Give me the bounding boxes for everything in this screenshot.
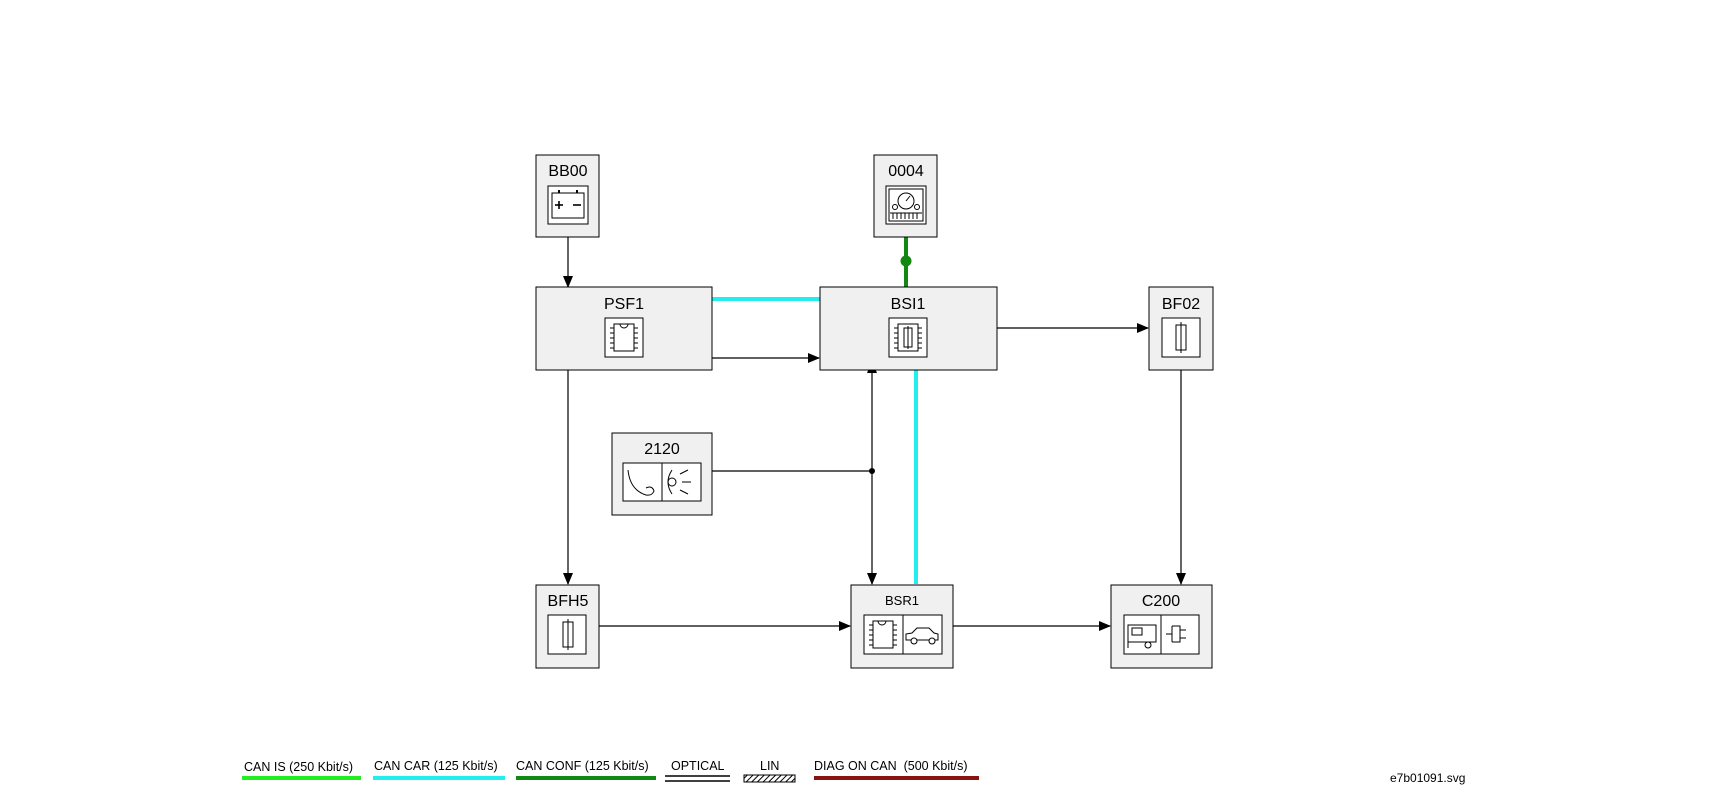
legend-label: CAN CAR (125 Kbit/s) bbox=[374, 759, 498, 773]
node-label: BF02 bbox=[1162, 296, 1200, 313]
legend-item-diag-on-can: DIAG ON CAN (500 Kbit/s) bbox=[814, 759, 979, 780]
node-label: C200 bbox=[1142, 593, 1180, 610]
node-bb00[interactable]: BB00 bbox=[535, 154, 600, 238]
connections bbox=[563, 237, 1186, 631]
can-conf-junction bbox=[900, 255, 912, 267]
instrument-panel-icon bbox=[885, 185, 927, 225]
legend-label: CAN CONF (125 Kbit/s) bbox=[516, 759, 649, 773]
legend-label: OPTICAL bbox=[671, 759, 725, 773]
chip-icon bbox=[604, 317, 644, 358]
node-bfh5[interactable]: BFH5 bbox=[535, 584, 600, 669]
legend-label: DIAG ON CAN (500 Kbit/s) bbox=[814, 759, 968, 773]
node-psf1[interactable]: PSF1 bbox=[535, 286, 713, 371]
lighting-switch-icon bbox=[622, 462, 702, 502]
trailer-socket-icon bbox=[1123, 614, 1200, 655]
legend-item-lin: LIN bbox=[743, 759, 796, 783]
file-reference: e7b01091.svg bbox=[1390, 771, 1466, 785]
node-0004[interactable]: 0004 bbox=[873, 154, 938, 238]
chip-car-icon bbox=[863, 614, 943, 655]
chip-fuse-icon bbox=[888, 317, 928, 358]
legend-label: LIN bbox=[760, 759, 779, 773]
node-label: BB00 bbox=[548, 163, 587, 180]
legend-label: CAN IS (250 Kbit/s) bbox=[244, 760, 353, 774]
node-label: BSI1 bbox=[891, 296, 926, 313]
node-label: PSF1 bbox=[604, 296, 644, 313]
node-label: BFH5 bbox=[548, 593, 589, 610]
node-bsr1[interactable]: BSR1 bbox=[850, 584, 954, 669]
legend-item-can-conf: CAN CONF (125 Kbit/s) bbox=[516, 759, 656, 780]
node-2120[interactable]: 2120 bbox=[611, 432, 713, 516]
node-c200[interactable]: C200 bbox=[1110, 584, 1213, 669]
wire-junction bbox=[869, 468, 875, 474]
fuse-icon bbox=[1161, 317, 1201, 358]
node-label: BSR1 bbox=[885, 593, 919, 608]
battery-icon bbox=[547, 185, 589, 225]
legend-item-can-is: CAN IS (250 Kbit/s) bbox=[242, 760, 361, 780]
node-label: 0004 bbox=[888, 163, 924, 180]
node-bf02[interactable]: BF02 bbox=[1148, 286, 1214, 371]
node-bsi1[interactable]: BSI1 bbox=[819, 286, 998, 371]
node-label: 2120 bbox=[644, 441, 680, 458]
fuse-icon bbox=[547, 614, 587, 655]
legend: CAN IS (250 Kbit/s) CAN CAR (125 Kbit/s)… bbox=[242, 759, 979, 783]
legend-item-can-car: CAN CAR (125 Kbit/s) bbox=[373, 759, 505, 780]
legend-item-optical: OPTICAL bbox=[665, 759, 730, 782]
